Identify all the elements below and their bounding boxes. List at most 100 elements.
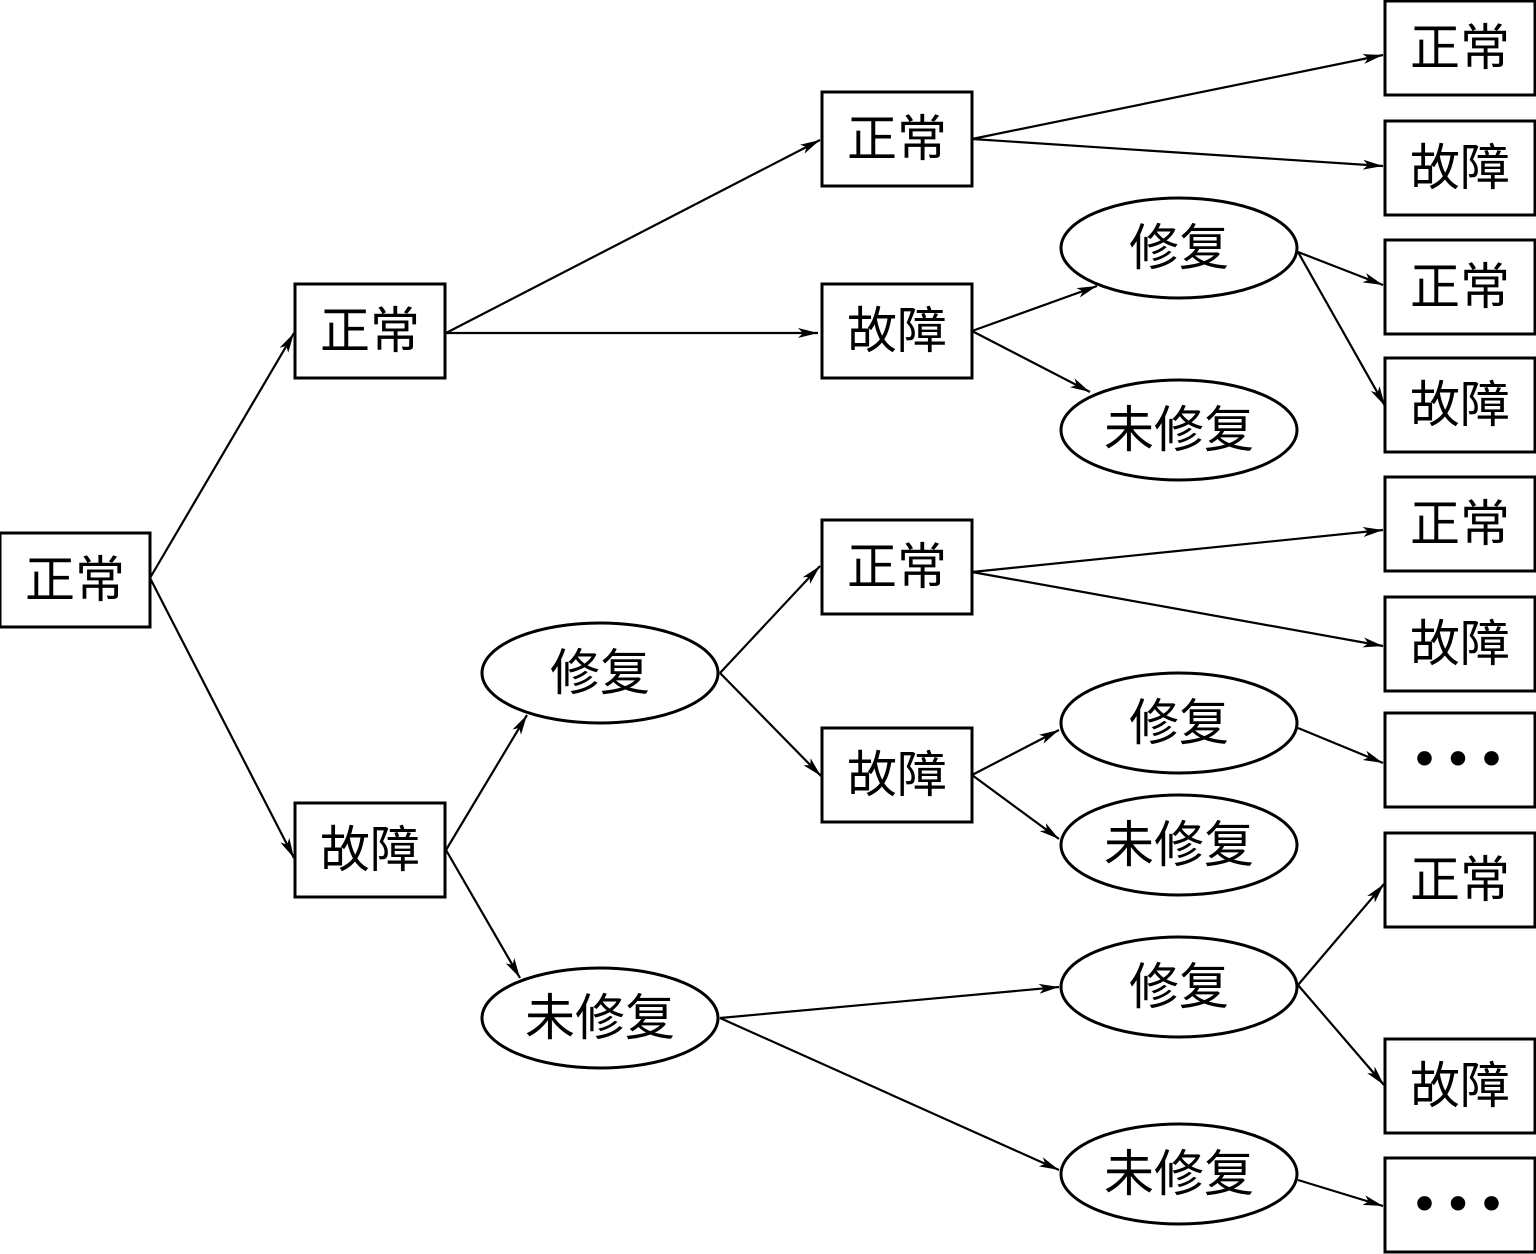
node-label: ••• (1410, 1176, 1510, 1234)
ellipse-node-n20: 未修复 (1059, 793, 1299, 897)
node-label: 未修复 (1104, 401, 1254, 459)
node-label: 正常 (1410, 851, 1510, 909)
edge-arrow-n16-n9 (719, 983, 1060, 1020)
edge-arrow-n4-n5 (971, 284, 1098, 333)
node-label: 未修复 (1104, 1145, 1254, 1203)
edge-arrow-n9-n22 (1297, 883, 1385, 986)
box-node-n24: ••• (1383, 1156, 1536, 1254)
node-label: 修复 (1129, 958, 1229, 1016)
edge-arrow-n2-n16 (445, 849, 521, 979)
ellipse-node-n19: 修复 (1059, 671, 1299, 775)
edge-arrow-n0-n2 (149, 577, 295, 859)
box-shape (1383, 595, 1536, 693)
box-node-n21: ••• (1383, 711, 1536, 809)
box-node-n18: 故障 (820, 726, 974, 824)
ellipse-shape (1059, 671, 1299, 775)
box-shape (820, 518, 974, 616)
edge-arrow-n18-n19 (971, 729, 1060, 776)
edge-arrow-n5-n13 (1297, 250, 1384, 287)
box-node-n1: 正常 (293, 282, 447, 380)
edge-arrow-n17-n7 (971, 527, 1384, 574)
node-label: 修复 (550, 644, 650, 702)
box-node-n12: 故障 (1383, 119, 1536, 217)
node-label: 未修复 (525, 989, 675, 1047)
edge-arrow-n1-n3 (445, 139, 821, 334)
box-node-n17: 正常 (820, 518, 974, 616)
edge-arrow-n9-n23 (1297, 984, 1385, 1086)
box-node-n14: 故障 (1383, 356, 1536, 454)
node-label: 正常 (847, 538, 947, 596)
ellipse-node-n5: 修复 (1059, 196, 1299, 300)
box-shape (1383, 238, 1536, 336)
box-shape (820, 90, 974, 188)
node-label: 正常 (1410, 495, 1510, 553)
box-node-n7: 正常 (1383, 475, 1536, 573)
box-node-n22: 正常 (1383, 831, 1536, 929)
edge-arrow-n0-n1 (149, 332, 295, 579)
ellipse-shape (1059, 935, 1299, 1039)
ellipse-node-n9: 修复 (1059, 935, 1299, 1039)
edge-arrow-n18-n20 (971, 774, 1060, 840)
edges-layer (149, 53, 1386, 1208)
edge-arrow-n15-n17 (719, 565, 821, 674)
node-label: 正常 (25, 551, 125, 609)
edge-arrow-n17-n8 (971, 570, 1384, 648)
box-shape (0, 531, 152, 629)
box-node-n8: 故障 (1383, 595, 1536, 693)
ellipse-shape (1059, 196, 1299, 300)
node-label: 故障 (320, 821, 420, 879)
node-label: 故障 (1410, 139, 1510, 197)
box-shape (1383, 1156, 1536, 1254)
node-label: 故障 (847, 746, 947, 804)
edge-arrow-n2-n15 (445, 714, 528, 851)
edge-arrow-n4-n6 (971, 330, 1091, 393)
node-label: 未修复 (1104, 816, 1254, 874)
box-shape (1383, 831, 1536, 929)
box-shape (1383, 119, 1536, 217)
ellipse-node-n10: 未修复 (1059, 1122, 1299, 1226)
node-label: 修复 (1129, 694, 1229, 752)
box-node-n4: 故障 (820, 282, 974, 380)
edge-arrow-n19-n21 (1297, 726, 1384, 765)
box-node-n23: 故障 (1383, 1037, 1536, 1135)
ellipse-shape (1059, 1122, 1299, 1226)
node-label: 故障 (847, 302, 947, 360)
box-node-n3: 正常 (820, 90, 974, 188)
edge-arrow-n3-n12 (971, 137, 1384, 170)
box-shape (293, 282, 447, 380)
node-label: 故障 (1410, 1057, 1510, 1115)
ellipse-shape (480, 966, 720, 1070)
box-shape (1383, 1037, 1536, 1135)
edge-arrow-n5-n14 (1297, 251, 1386, 407)
edge-arrow-n16-n10 (719, 1016, 1060, 1172)
edge-arrow-n15-n18 (719, 672, 822, 777)
node-label: 故障 (1410, 615, 1510, 673)
node-label: 故障 (1410, 376, 1510, 434)
ellipse-shape (1059, 378, 1299, 482)
node-label: 正常 (1410, 19, 1510, 77)
box-shape (1383, 475, 1536, 573)
box-shape (1383, 356, 1536, 454)
box-node-n11: 正常 (1383, 0, 1536, 97)
box-shape (1383, 711, 1536, 809)
ellipse-node-n16: 未修复 (480, 966, 720, 1070)
edge-arrow-n10-n24 (1297, 1178, 1384, 1208)
ellipse-shape (480, 621, 720, 725)
node-label: 正常 (1410, 258, 1510, 316)
box-shape (820, 282, 974, 380)
node-label: 正常 (847, 110, 947, 168)
box-shape (1383, 0, 1536, 97)
box-node-n2: 故障 (293, 801, 447, 899)
box-node-n13: 正常 (1383, 238, 1536, 336)
ellipse-shape (1059, 793, 1299, 897)
box-node-n0: 正常 (0, 531, 152, 629)
node-label: ••• (1410, 731, 1510, 789)
box-shape (820, 726, 974, 824)
edge-arrow-n3-n11 (971, 53, 1384, 141)
ellipse-node-n15: 修复 (480, 621, 720, 725)
node-label: 正常 (320, 302, 420, 360)
ellipse-node-n6: 未修复 (1059, 378, 1299, 482)
box-shape (293, 801, 447, 899)
